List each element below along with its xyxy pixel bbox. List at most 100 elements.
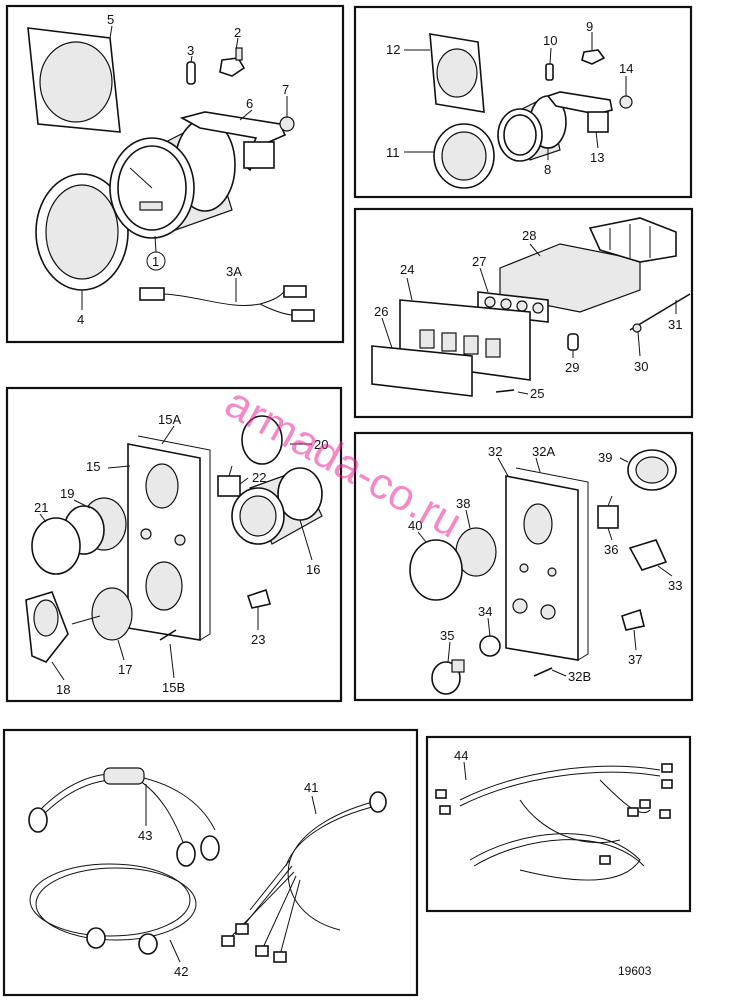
label-29: 29 <box>565 360 579 375</box>
gauge-panel-frame <box>5 4 345 344</box>
washer-part-34 <box>479 635 501 657</box>
knob-part-17 <box>71 587 133 641</box>
screw-part-25 <box>495 389 515 393</box>
key-switch-panel-frame <box>5 386 343 703</box>
lamp-part-23 <box>246 588 272 609</box>
label-35: 35 <box>440 628 454 643</box>
small-gauge-panel: 12 10 9 14 11 8 13 <box>353 5 693 199</box>
bulb-holder-part-2 <box>219 47 246 77</box>
cable-part-3a <box>139 285 315 322</box>
alarm-panel-frame <box>353 431 694 702</box>
label-plate-part-26 <box>371 345 473 397</box>
label-15: 15 <box>86 459 100 474</box>
alarm-panel: 32 32A 39 38 40 36 33 34 35 37 32B <box>353 431 694 702</box>
label-34: 34 <box>478 604 492 619</box>
label-11: 11 <box>386 145 400 160</box>
label-10: 10 <box>543 33 557 48</box>
gauge-panel: 5 3 2 7 6 1 4 3A <box>5 4 345 344</box>
label-40: 40 <box>408 518 422 533</box>
label-44: 44 <box>454 748 468 763</box>
label-15b: 15B <box>162 680 185 695</box>
label-32b: 32B <box>568 669 591 684</box>
label-13: 13 <box>590 150 604 165</box>
key-switch-part-16 <box>231 467 323 545</box>
washer-part-30 <box>632 323 642 333</box>
label-32a: 32A <box>532 444 555 459</box>
bulb-holder-part-9 <box>581 49 606 65</box>
label-24: 24 <box>400 262 414 277</box>
ring-part-20 <box>241 415 283 465</box>
label-16: 16 <box>306 562 320 577</box>
switch-part-22 <box>217 465 241 497</box>
label-30: 30 <box>634 359 648 374</box>
label-23: 23 <box>251 632 265 647</box>
label-21: 21 <box>34 500 48 515</box>
switch-box-panel: 28 24 27 26 31 29 30 25 <box>353 207 694 419</box>
cap-part-21 <box>31 517 81 575</box>
label-5: 5 <box>107 12 114 27</box>
label-4: 4 <box>77 312 84 327</box>
bezel-part-12 <box>429 33 485 113</box>
bulb-part-10 <box>545 63 554 81</box>
harness-panel: 44 <box>425 735 692 913</box>
label-18: 18 <box>56 682 70 697</box>
ring-part-11 <box>433 123 495 189</box>
label-42: 42 <box>174 964 188 979</box>
label-36: 36 <box>604 542 618 557</box>
bulb-part-3 <box>186 61 196 85</box>
label-12: 12 <box>386 42 400 57</box>
label-1: 1 <box>152 254 159 269</box>
harness-part-41 <box>221 791 387 963</box>
nut-part-7 <box>279 116 295 132</box>
bolt-part-31 <box>629 293 691 331</box>
label-37: 37 <box>628 652 642 667</box>
harness-part-44 <box>435 763 673 881</box>
label-26: 26 <box>374 304 388 319</box>
label-8: 8 <box>544 162 551 177</box>
nut-part-14 <box>619 95 633 109</box>
y-cable-part-43 <box>28 767 220 867</box>
ring-part-39 <box>627 449 677 491</box>
label-31: 31 <box>668 317 682 332</box>
key-switch-panel: 15A 20 15 22 19 21 16 23 17 18 15B <box>5 386 343 703</box>
label-28: 28 <box>522 228 536 243</box>
panel-plate-part-32 <box>505 467 589 661</box>
label-6: 6 <box>246 96 253 111</box>
cable-panel: 43 41 42 <box>2 728 419 997</box>
sensor-part-33 <box>628 539 668 571</box>
small-gauge-panel-frame <box>353 5 693 199</box>
extension-cable-part-42 <box>29 863 197 955</box>
switch-box-panel-frame <box>353 207 694 419</box>
label-33: 33 <box>668 578 682 593</box>
label-25: 25 <box>530 386 544 401</box>
label-2: 2 <box>234 25 241 40</box>
label-15a: 15A <box>158 412 181 427</box>
bracket-part-13 <box>546 91 613 133</box>
panel-plate-part-15 <box>127 435 211 641</box>
label-27: 27 <box>472 254 486 269</box>
ring-part-4 <box>35 173 129 291</box>
lamp-part-37 <box>621 608 645 631</box>
key-part-18 <box>25 591 69 663</box>
figure-reference-number: 19603 <box>618 964 652 978</box>
label-17: 17 <box>118 662 132 677</box>
screw-part-15b <box>159 629 177 641</box>
screw-part-32b <box>533 667 553 677</box>
label-20: 20 <box>314 437 328 452</box>
gauge-part-1 <box>109 118 236 239</box>
label-19: 19 <box>60 486 74 501</box>
label-38: 38 <box>456 496 470 511</box>
label-22: 22 <box>252 470 266 485</box>
label-9: 9 <box>586 19 593 34</box>
switch-part-36 <box>597 495 619 529</box>
label-39: 39 <box>598 450 612 465</box>
label-14: 14 <box>619 61 633 76</box>
lamp-part-35 <box>431 659 465 695</box>
bezel-part-5 <box>27 27 121 133</box>
label-3a: 3A <box>226 264 242 279</box>
label-43: 43 <box>138 828 152 843</box>
label-7: 7 <box>282 82 289 97</box>
label-41: 41 <box>304 780 318 795</box>
label-3: 3 <box>187 43 194 58</box>
